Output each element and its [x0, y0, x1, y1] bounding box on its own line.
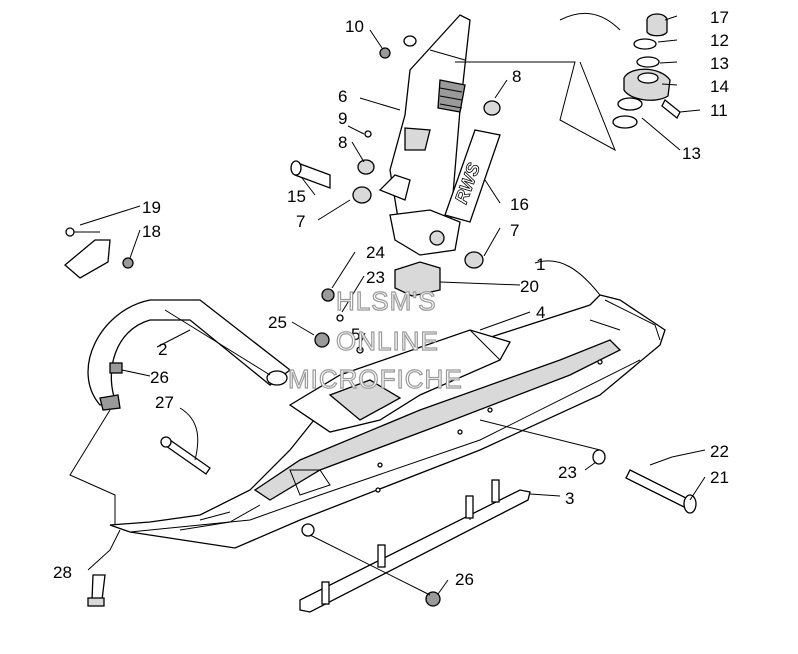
callout-25: 25	[268, 313, 287, 332]
callout-20: 20	[520, 277, 539, 296]
callout-8b: 8	[338, 133, 347, 152]
spindle	[378, 14, 471, 256]
watermark-line-2: ONLINE	[336, 326, 439, 356]
callout-6: 6	[338, 87, 347, 106]
callout-14: 14	[710, 77, 729, 96]
callout-28: 28	[53, 563, 72, 582]
callout-23b: 23	[366, 268, 385, 287]
callout-18: 18	[142, 222, 161, 241]
callout-21: 21	[710, 468, 729, 487]
watermark-line-3: MICROFICHE	[288, 364, 463, 394]
ski-saddle	[288, 329, 511, 433]
callout-26b: 26	[455, 570, 474, 589]
callout-13b: 13	[682, 144, 701, 163]
callout-1: 1	[536, 255, 545, 274]
callout-17: 17	[710, 8, 729, 27]
callout-22: 22	[710, 442, 729, 461]
rws-decal: RWS	[444, 129, 501, 223]
callout-16: 16	[510, 195, 529, 214]
watermark: HLSM'S ONLINE MICROFICHE	[287, 285, 463, 394]
callout-10: 10	[345, 17, 364, 36]
callout-24: 24	[366, 243, 385, 262]
leader-lines	[69, 12, 706, 596]
callout-12: 12	[710, 31, 729, 50]
callout-11: 11	[710, 101, 728, 120]
callout-labels: 1 2 3 4 5 6 7 7 8 8 9 10 11 12 13 13 14 …	[53, 8, 729, 589]
callout-23a: 23	[558, 463, 577, 482]
callout-9: 9	[338, 109, 347, 128]
ski-body	[109, 294, 666, 549]
callout-19: 19	[142, 198, 161, 217]
ski-loop-handle	[87, 299, 292, 411]
callout-2: 2	[158, 340, 167, 359]
callout-4: 4	[536, 303, 545, 322]
callout-5: 5	[351, 325, 360, 344]
callout-13a: 13	[710, 54, 729, 73]
watermark-line-1: HLSM'S	[336, 286, 437, 316]
small-parts	[63, 35, 697, 607]
callout-15: 15	[287, 187, 306, 206]
callout-3: 3	[565, 489, 574, 508]
cap-assembly	[612, 13, 681, 129]
callout-7a: 7	[296, 212, 305, 231]
callout-27: 27	[155, 393, 174, 412]
callout-7b: 7	[510, 221, 519, 240]
wear-bar	[299, 479, 531, 613]
callout-8a: 8	[512, 67, 521, 86]
callout-26a: 26	[150, 368, 169, 387]
